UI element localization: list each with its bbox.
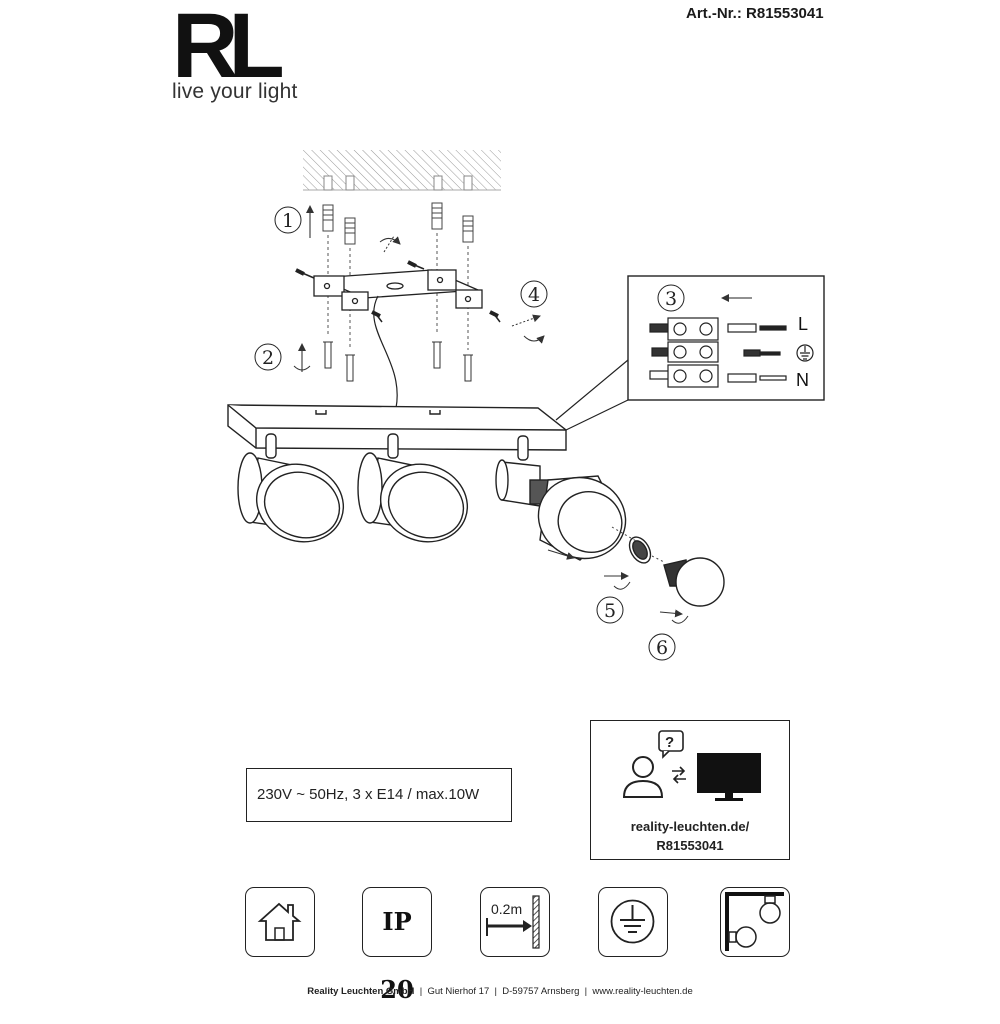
assembly-diagram: 1 4 2	[227, 150, 825, 661]
step-1-callout: 1	[274, 205, 314, 238]
footer-separator: |	[419, 986, 423, 997]
ip20-icon: IP 20	[362, 887, 432, 1004]
person-icon	[622, 756, 664, 798]
exchange-arrows-icon	[672, 766, 686, 784]
indoor-use-icon	[245, 887, 315, 957]
step-1-number: 1	[282, 210, 294, 232]
step-3-number: 3	[665, 288, 677, 310]
protective-earth-icon	[598, 887, 668, 957]
step-6-callout: 6	[648, 609, 689, 661]
footer-address: Gut Nierhof 17	[427, 986, 490, 997]
wire-label-neutral: N	[796, 370, 809, 390]
article-number: Art.-Nr.: R81553041	[686, 5, 824, 22]
footer-separator: |	[494, 986, 497, 997]
step-2-callout: 2	[254, 343, 311, 372]
spotlight-2	[357, 433, 469, 543]
distance-label: 0.2m	[491, 901, 522, 917]
brand-logo: RL	[172, 0, 285, 97]
wire-label-live: L	[798, 314, 808, 334]
ip-rating: IP 20	[380, 907, 414, 1004]
question-mark: ?	[665, 734, 674, 751]
ceiling-wall-mount-icon	[720, 887, 790, 957]
question-bubble-icon: ?	[658, 730, 684, 759]
step-5-number: 5	[604, 600, 616, 622]
footer-separator: |	[584, 986, 588, 997]
canopy-plate	[227, 404, 567, 451]
article-label: Art.-Nr.:	[686, 5, 742, 22]
electrical-specs: 230V ~ 50Hz, 3 x E14 / max.10W	[246, 768, 512, 822]
ceiling	[303, 150, 501, 191]
long-screws	[323, 341, 473, 382]
footer-city: D-59757 Arnsberg	[502, 986, 580, 997]
support-website-box: ? reality-leuchten.de/ R81553041	[590, 720, 790, 860]
step-4-callout: 4	[511, 280, 548, 344]
footer-company: Reality Leuchten GmbH	[307, 986, 415, 997]
monitor-icon	[697, 753, 761, 801]
lampholder-ring	[628, 536, 652, 564]
step-2-number: 2	[262, 347, 274, 369]
wall-dowels	[322, 202, 474, 245]
earth-symbol-icon	[796, 344, 814, 362]
support-url[interactable]: reality-leuchten.de/	[630, 819, 750, 834]
spotlight-3	[495, 435, 627, 561]
footer: Reality Leuchten GmbH | Gut Nierhof 17 |…	[0, 986, 1000, 997]
wiring-detail: 3 L N	[627, 275, 825, 401]
brand-tagline: live your light	[172, 80, 298, 103]
article-value: R81553041	[746, 5, 824, 22]
step-4-number: 4	[528, 284, 540, 306]
e14-bulb	[663, 557, 725, 607]
bracket-screws	[295, 260, 501, 323]
spotlight-1	[237, 433, 345, 543]
min-distance-icon: 0.2m	[480, 887, 550, 957]
step-6-number: 6	[656, 637, 668, 659]
mounting-bracket	[313, 269, 483, 311]
support-illustration: ?	[622, 730, 761, 801]
support-article: R81553041	[656, 838, 724, 853]
step-5-callout: 5	[596, 572, 631, 624]
footer-website[interactable]: www.reality-leuchten.de	[592, 986, 693, 997]
